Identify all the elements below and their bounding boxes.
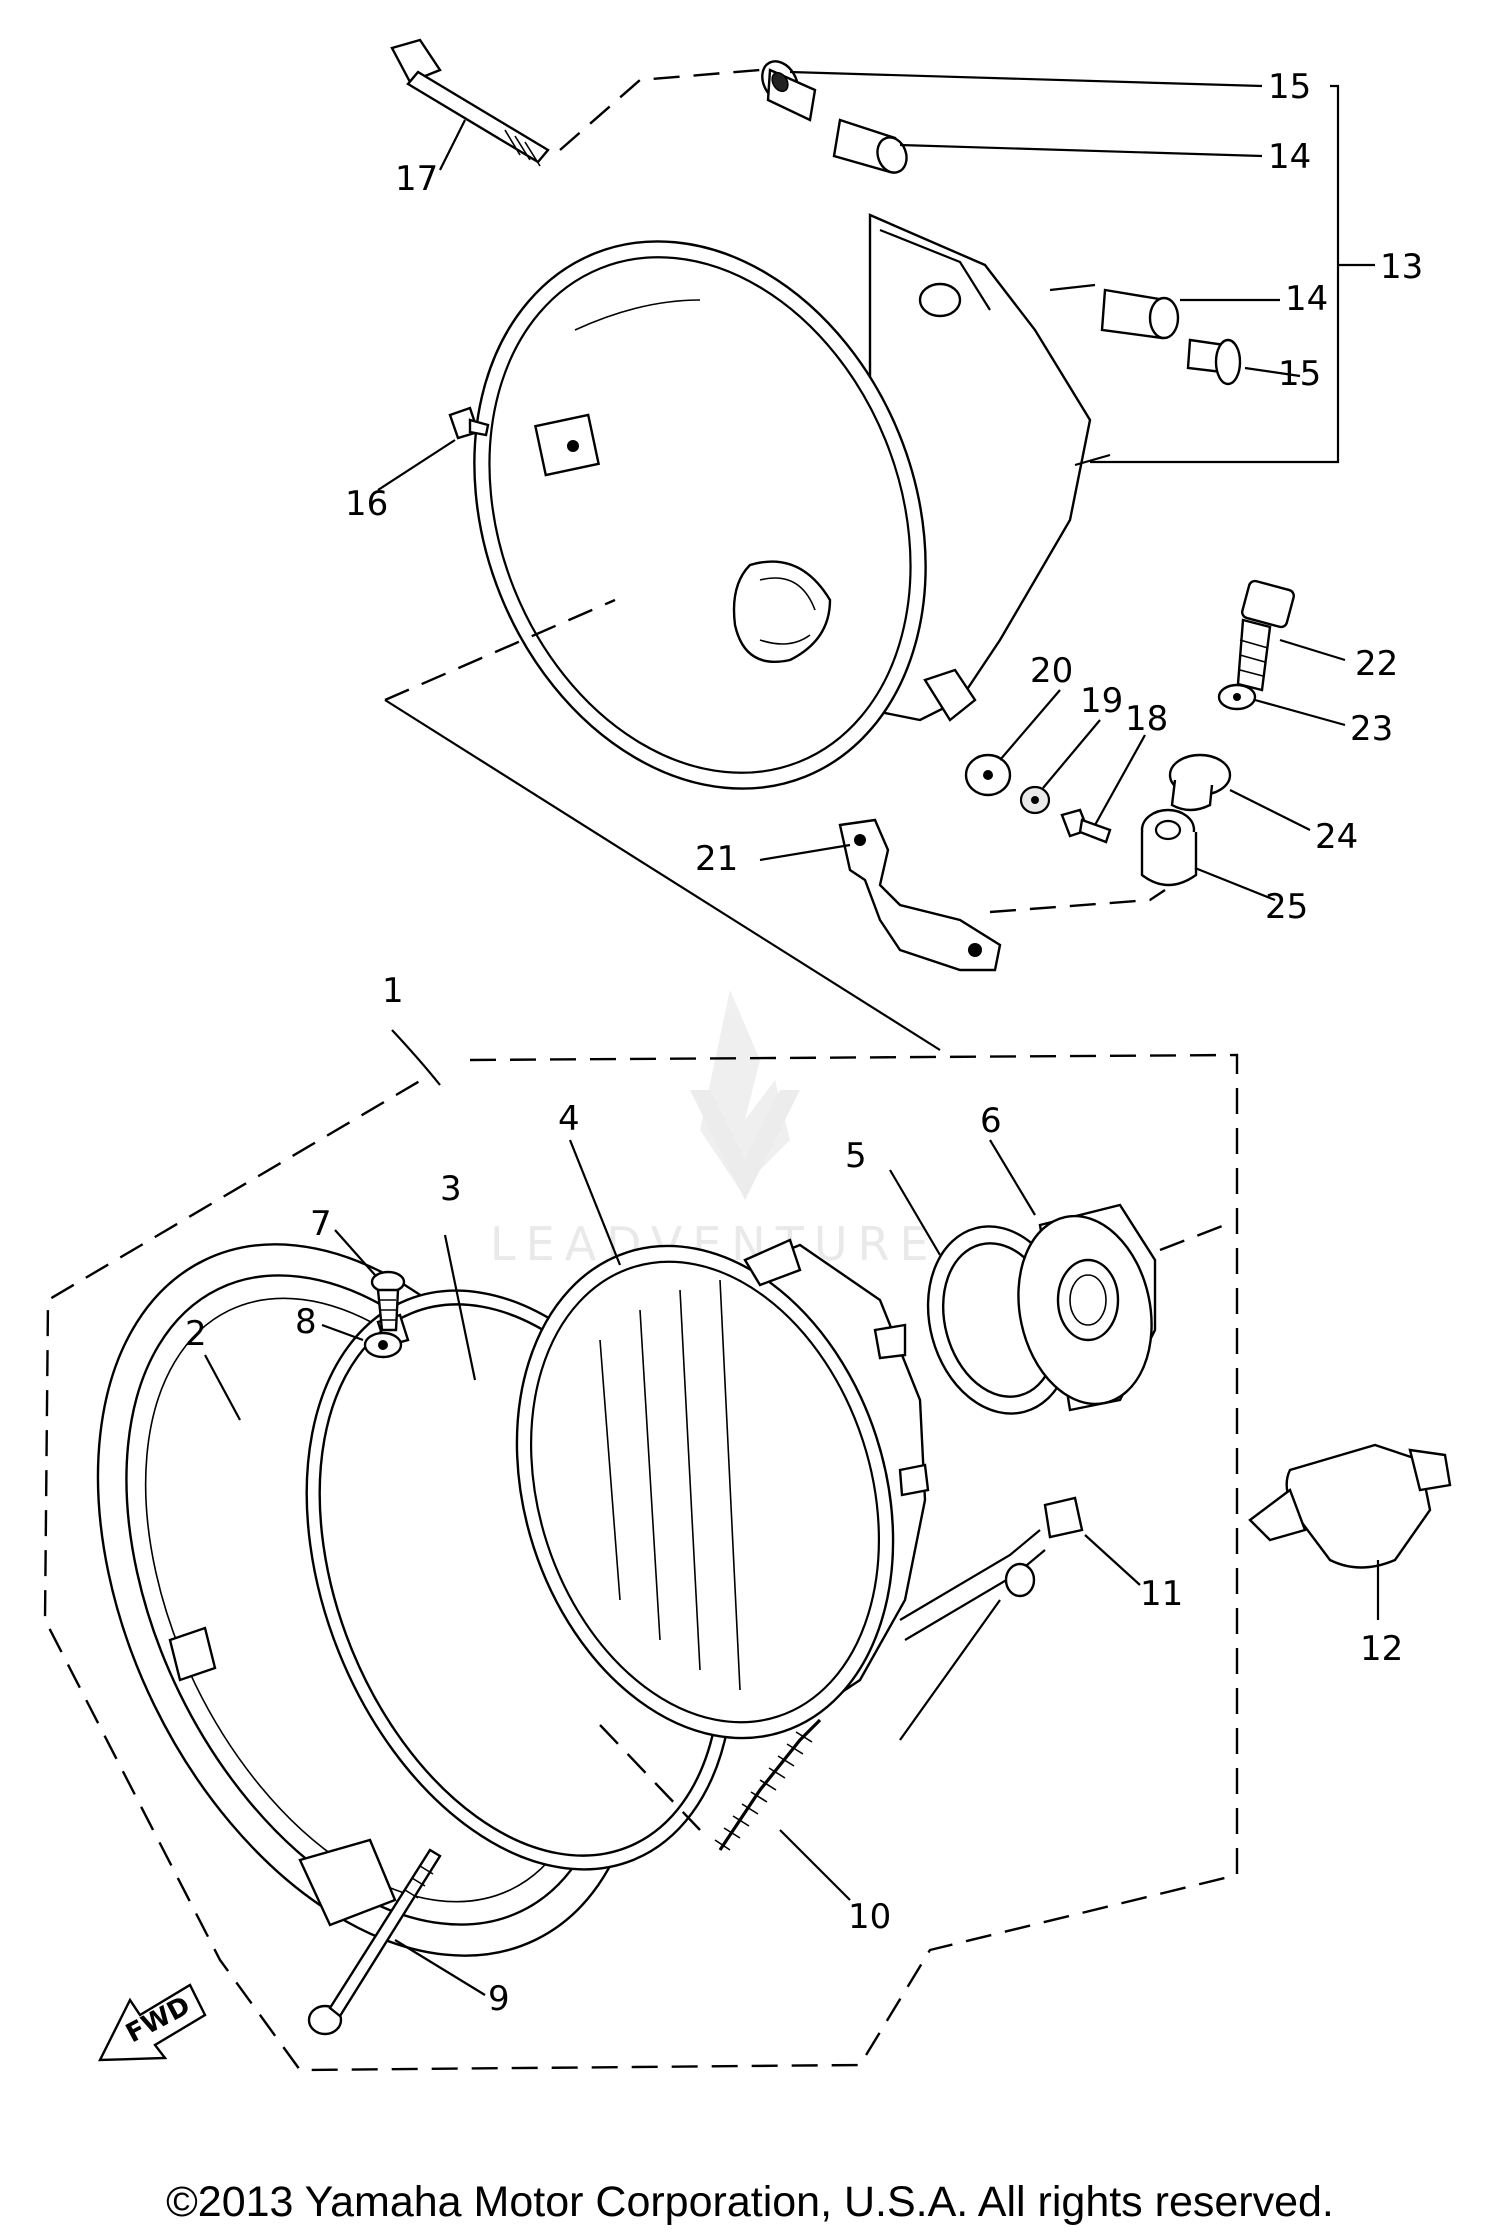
callout-12: 12 <box>1360 1629 1403 1669</box>
assembly-1-outline <box>43 1053 1239 2072</box>
part-18-screw <box>1060 734 1146 844</box>
part-22-bolt <box>1236 579 1346 692</box>
part-19-washer <box>1019 719 1101 815</box>
part-7-screw <box>334 1229 406 1332</box>
callout-21: 21 <box>695 839 738 879</box>
callout-10: 10 <box>848 1897 891 1937</box>
callout-8: 8 <box>295 1302 317 1342</box>
part-20-washer <box>964 689 1061 797</box>
callout-9: 9 <box>488 1979 510 2019</box>
callout-14-top: 14 <box>1268 137 1311 177</box>
callout-3: 3 <box>440 1169 462 1209</box>
part-8-nut <box>321 1323 403 1359</box>
callout-17: 17 <box>395 159 438 199</box>
callout-25: 25 <box>1265 887 1308 927</box>
callout-18: 18 <box>1125 699 1168 739</box>
callout-20: 20 <box>1030 651 1073 691</box>
copyright-notice: ©2013 Yamaha Motor Corporation, U.S.A. A… <box>166 2178 1334 2226</box>
part-4-lens-unit <box>515 1139 930 1831</box>
callout-24: 24 <box>1315 817 1358 857</box>
callout-15-top: 15 <box>1268 67 1311 107</box>
callout-15-right: 15 <box>1278 354 1321 394</box>
part-15-collar-right <box>1186 338 1242 386</box>
part-9-screw <box>307 1848 486 2036</box>
part-25-grommet <box>1140 808 1276 902</box>
callout-14-right: 14 <box>1285 279 1328 319</box>
callout-2: 2 <box>185 1314 207 1354</box>
part-6-socket-cover <box>989 1139 1226 1412</box>
callout-6: 6 <box>980 1101 1002 1141</box>
part-14-grommet-top <box>832 118 908 174</box>
part-23-washer <box>1217 683 1346 727</box>
part-14-grommet-right <box>1100 288 1180 340</box>
callout-13: 13 <box>1380 247 1423 287</box>
part-24-collar <box>1168 753 1311 831</box>
callout-numbers: 15 14 13 14 15 17 16 22 23 20 19 18 24 2… <box>185 67 1423 2019</box>
callout-7: 7 <box>310 1204 332 1244</box>
part-10-spring <box>714 1718 851 1901</box>
callout-16: 16 <box>345 484 388 524</box>
headlight-shell <box>384 213 1111 1051</box>
part-17-bolt <box>390 38 761 171</box>
callout-4: 4 <box>558 1099 580 1139</box>
callout-1: 1 <box>382 971 404 1011</box>
callout-19: 19 <box>1080 681 1123 721</box>
fwd-arrow: FWD <box>98 1983 207 2062</box>
part-16-screw <box>377 406 490 491</box>
callout-22: 22 <box>1355 644 1398 684</box>
callout-5: 5 <box>845 1136 867 1176</box>
part-12-bulb <box>1248 1443 1452 1620</box>
part-21-bracket <box>759 818 1166 972</box>
callout-23: 23 <box>1350 709 1393 749</box>
callout-11: 11 <box>1140 1574 1183 1614</box>
part-11-adjuster <box>899 1496 1141 1741</box>
part-15-collar-top <box>761 60 817 122</box>
